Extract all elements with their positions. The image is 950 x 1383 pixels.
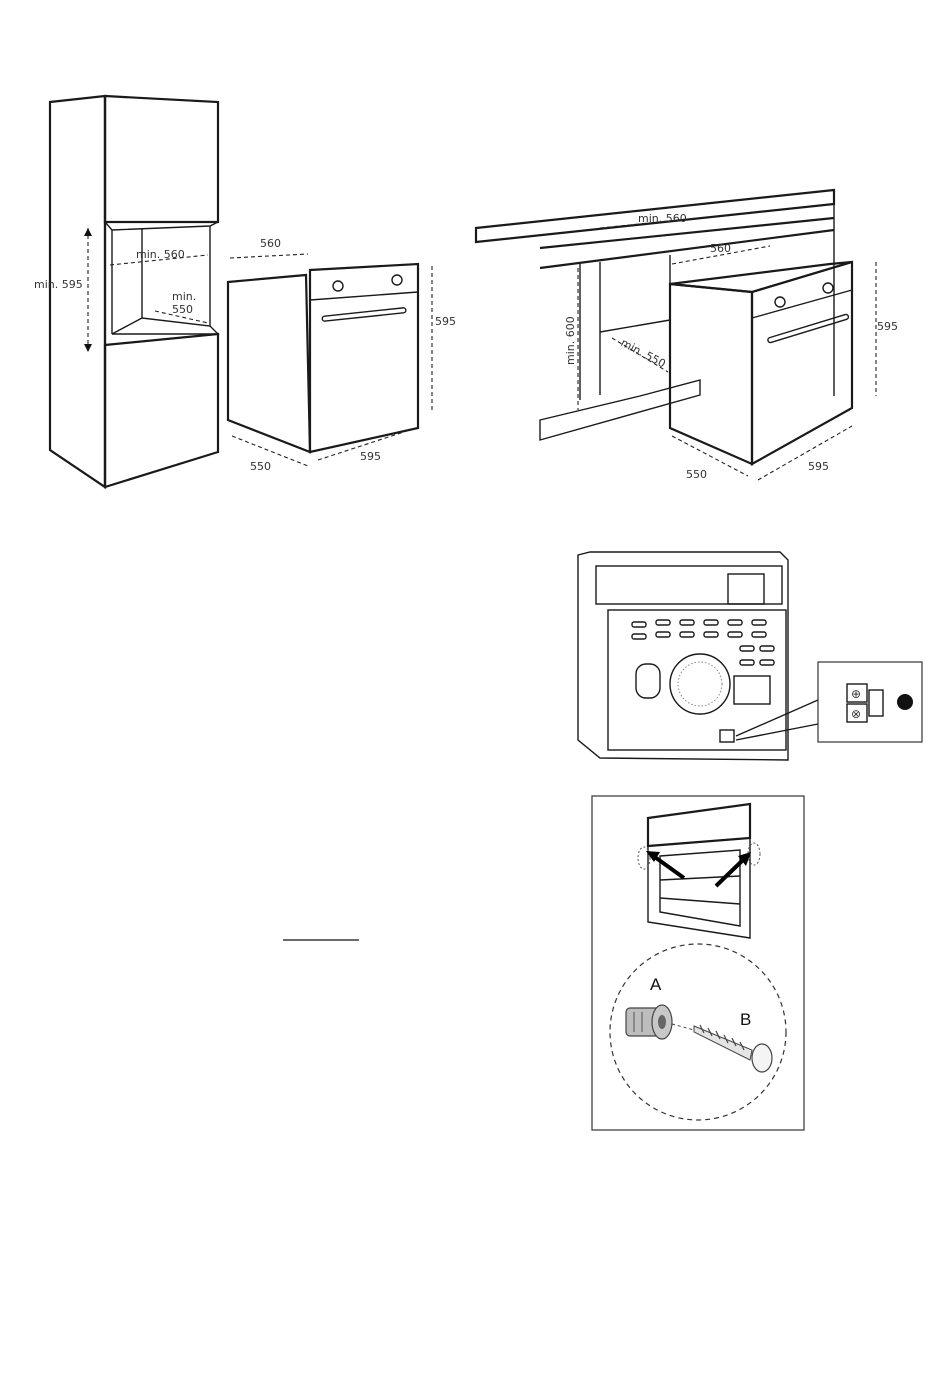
counter-width-label: min. 560 — [638, 212, 687, 225]
oven-rear-grille — [734, 676, 770, 704]
oven-left-handle — [322, 308, 406, 322]
svg-text:⊗: ⊗ — [851, 707, 861, 721]
oven-rear-lamp-cover — [636, 664, 660, 698]
under-counter-cabinet: min. 560 min. 600 min. 550 — [476, 190, 834, 440]
part-b-label: B — [740, 1010, 751, 1029]
oven-left-side — [228, 275, 310, 452]
oven-left: 560 595 550 595 — [228, 237, 456, 473]
oven-right-top-depth: 560 — [710, 242, 731, 255]
oven-rear-body — [578, 552, 788, 760]
oven-right-top — [670, 262, 852, 292]
oven-right-front — [752, 262, 852, 464]
oven-rear-fan-cover — [670, 654, 730, 714]
tall-height-label: min. 595 — [34, 278, 83, 291]
tall-cabinet-niche-floor — [112, 318, 218, 334]
oven-right-side — [670, 284, 752, 464]
oven-left-top-depth: 560 — [260, 237, 281, 250]
oven-right-bottom-width: 595 — [808, 460, 829, 473]
oven-left-knob-2 — [392, 275, 402, 285]
oven-rear-vents — [632, 620, 774, 665]
tall-cabinet: min. 595 min. 560 min. 550 — [34, 96, 218, 487]
wall-plug-a — [626, 1005, 672, 1039]
oven-left-bottom-width: 595 — [360, 450, 381, 463]
oven-left-height: 595 — [435, 315, 456, 328]
tall-depth-label-1: min. — [172, 290, 196, 303]
oven-left-control-strip — [310, 292, 418, 300]
oven-right-bottom-depth: 550 — [686, 468, 707, 481]
tall-cabinet-niche-top — [105, 222, 218, 230]
oven-rear-top-panel — [596, 566, 782, 604]
oven-right-handle — [767, 314, 849, 343]
oven-rear-connector — [720, 730, 734, 742]
oven-left-knob-1 — [333, 281, 343, 291]
counter-depth-label: min. 550 — [619, 336, 668, 370]
tall-cabinet-lower-door — [105, 334, 218, 487]
fixing-detail-panel: A B — [592, 796, 804, 1130]
tall-depth-label-2: 550 — [172, 303, 193, 316]
oven-left-bottom-depth: 550 — [250, 460, 271, 473]
oven-right: 560 595 550 595 — [670, 242, 898, 481]
oven-right-knob-2 — [823, 283, 833, 293]
terminal-detail-inset: ⊕ ⊗ — [818, 662, 922, 742]
oven-right-knob-1 — [775, 297, 785, 307]
oven-rear-view — [578, 552, 818, 760]
part-a-label: A — [650, 975, 662, 994]
oven-left-front — [310, 264, 418, 452]
tall-cabinet-upper-door — [105, 96, 218, 222]
oven-right-height: 595 — [877, 320, 898, 333]
tall-width-label: min. 560 — [136, 248, 185, 261]
oven-rear-terminal-box — [728, 574, 764, 604]
tall-cabinet-side — [50, 96, 105, 487]
counter-height-label: min. 600 — [564, 316, 577, 365]
terminal-indicator-dot — [897, 694, 913, 710]
oven-rear-back-panel — [608, 610, 786, 750]
oven-right-control-strip — [752, 290, 852, 318]
svg-text:⊕: ⊕ — [851, 687, 861, 701]
